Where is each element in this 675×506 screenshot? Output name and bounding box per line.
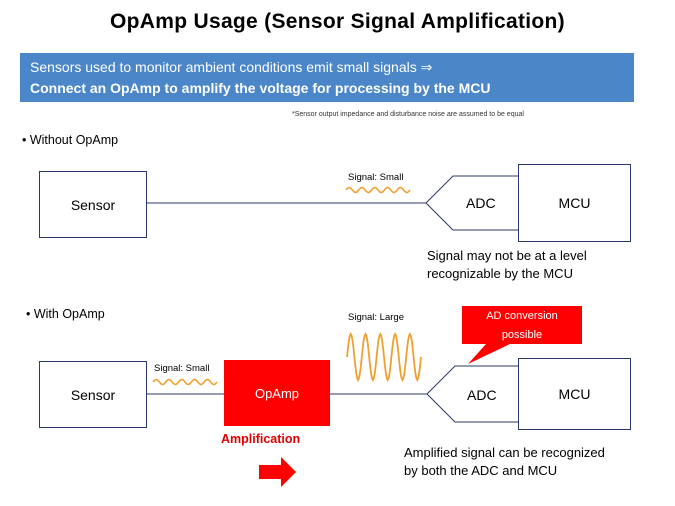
mcu-box-bottom: MCU bbox=[518, 358, 631, 430]
signal-small-label-bottom: Signal: Small bbox=[154, 363, 210, 374]
intro-banner: Sensors used to monitor ambient conditio… bbox=[20, 53, 634, 102]
small-signal-wave-top bbox=[345, 186, 411, 194]
adc-label-bottom: ADC bbox=[467, 387, 497, 403]
mcu-label: MCU bbox=[558, 195, 591, 211]
adc-triangle-top bbox=[425, 175, 519, 231]
section-heading-without: • Without OpAmp bbox=[22, 133, 119, 147]
caption-with-line-1: Amplified signal can be recognized bbox=[404, 445, 605, 460]
opamp-box: OpAmp bbox=[224, 360, 330, 426]
adc-label-top: ADC bbox=[466, 195, 496, 211]
banner-line-1: Sensors used to monitor ambient conditio… bbox=[30, 59, 433, 75]
caption-without-line-1: Signal may not be at a level bbox=[427, 248, 587, 263]
amplification-arrow-icon bbox=[259, 457, 296, 487]
caption-with: Amplified signal can be recognized by bo… bbox=[404, 444, 605, 480]
footnote: *Sensor output impedance and disturbance… bbox=[292, 111, 524, 118]
amplification-label: Amplification bbox=[221, 432, 301, 446]
small-signal-wave-bottom bbox=[152, 378, 218, 386]
caption-with-line-2: by both the ADC and MCU bbox=[404, 463, 558, 478]
sensor-box-bottom: Sensor bbox=[39, 361, 147, 428]
sensor-box-top: Sensor bbox=[39, 171, 147, 238]
caption-without-line-2: recognizable by the MCU bbox=[427, 266, 573, 281]
signal-large-label: Signal: Large bbox=[348, 312, 404, 323]
mcu-box-top: MCU bbox=[518, 164, 631, 242]
banner-line-2: Connect an OpAmp to amplify the voltage … bbox=[30, 80, 491, 96]
ad-conversion-callout: AD conversion possible bbox=[462, 307, 582, 345]
mcu-label: MCU bbox=[558, 386, 591, 402]
ad-conversion-callout-shape bbox=[462, 306, 582, 364]
signal-small-label-top: Signal: Small bbox=[348, 172, 404, 183]
caption-without: Signal may not be at a level recognizabl… bbox=[427, 247, 587, 283]
large-signal-wave bbox=[346, 331, 422, 383]
sensor-label: Sensor bbox=[70, 386, 116, 403]
adc-triangle-bottom bbox=[426, 365, 519, 423]
callout-line-1: AD conversion bbox=[486, 310, 558, 322]
page-title: OpAmp Usage (Sensor Signal Amplification… bbox=[110, 10, 565, 33]
opamp-label: OpAmp bbox=[254, 385, 300, 401]
section-heading-with: • With OpAmp bbox=[26, 307, 105, 321]
callout-line-2: possible bbox=[501, 329, 543, 341]
sensor-label: Sensor bbox=[70, 196, 116, 213]
